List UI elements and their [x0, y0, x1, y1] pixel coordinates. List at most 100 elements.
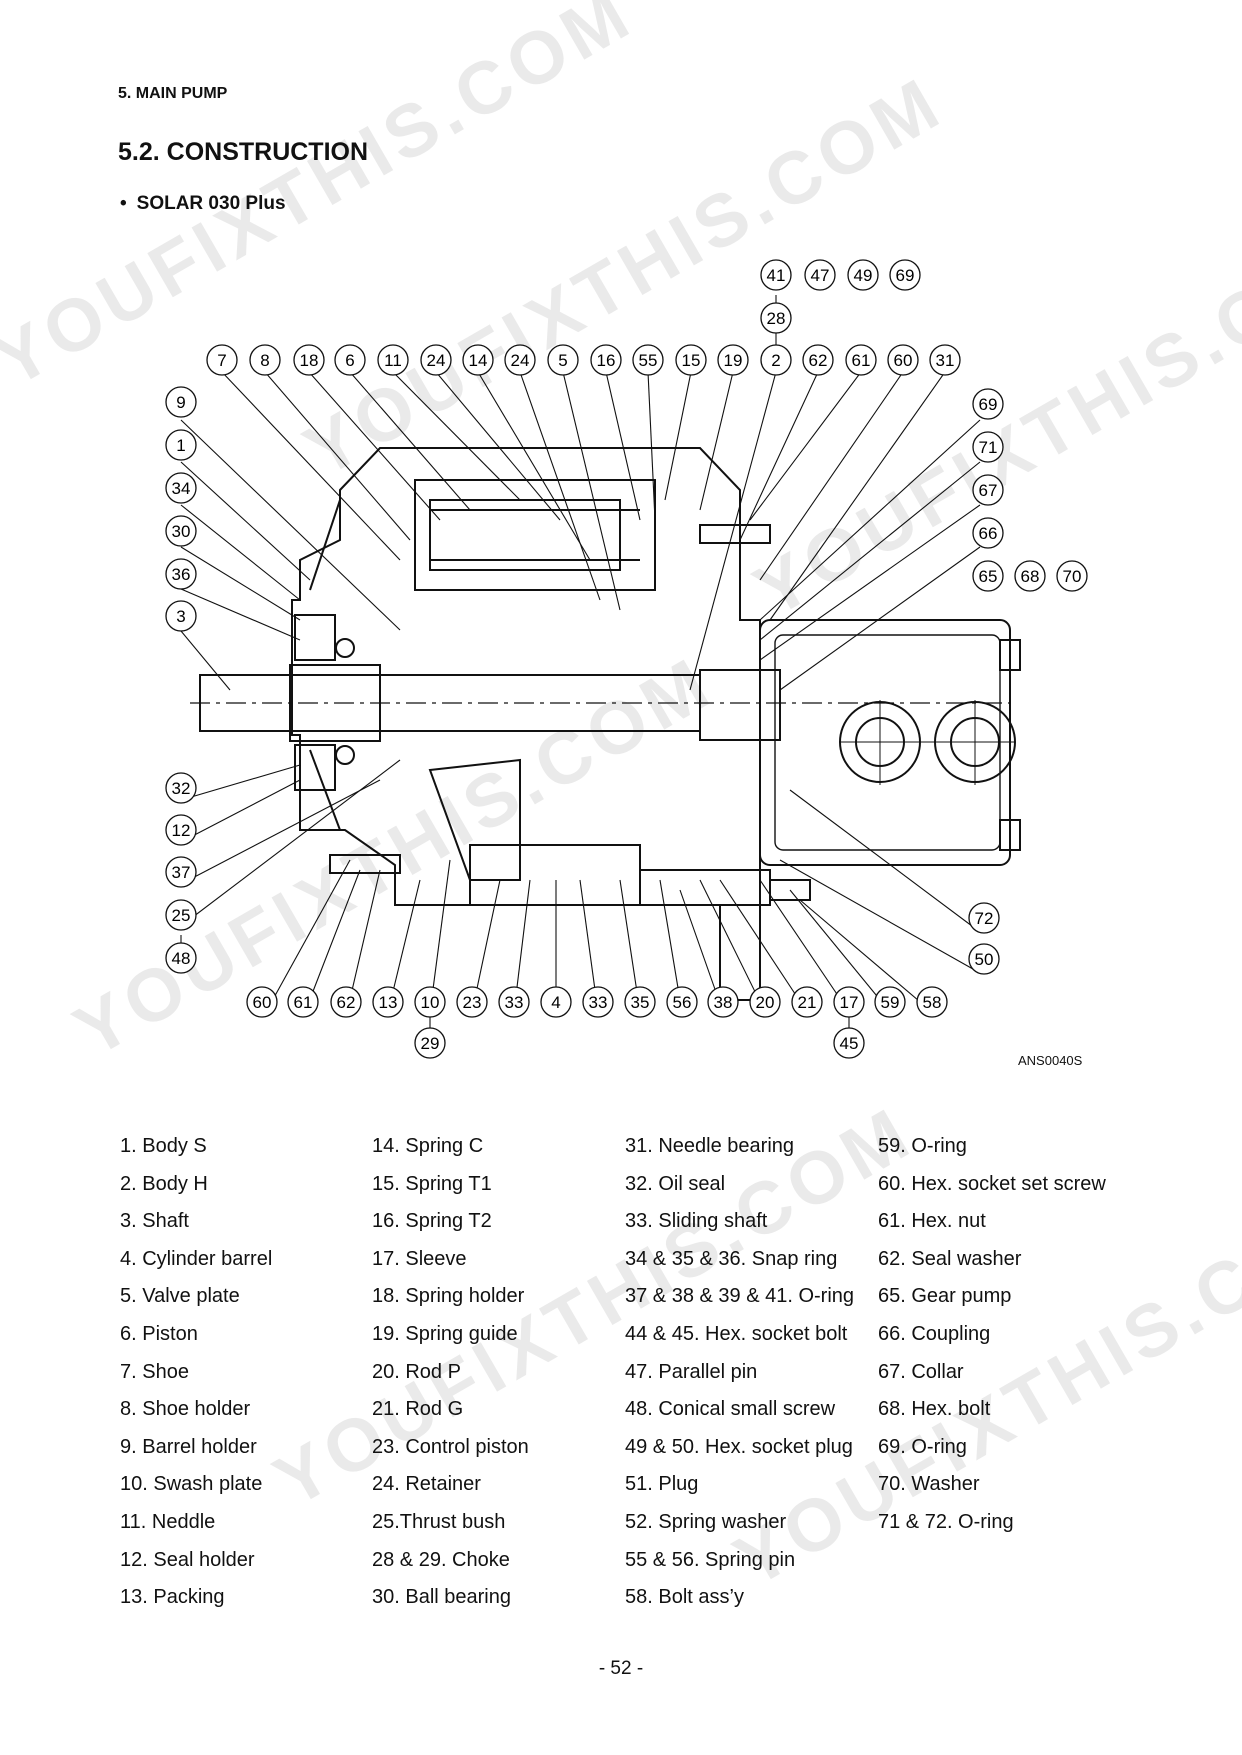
svg-text:41: 41 [767, 266, 786, 285]
callout-balloon: 19 [717, 344, 749, 376]
list-item: 16. Spring T2 [372, 1210, 492, 1233]
list-item: 66. Coupling [878, 1322, 991, 1345]
svg-text:62: 62 [809, 351, 828, 370]
list-item: 55 & 56. Spring pin [625, 1548, 796, 1571]
callout-balloon: 67 [972, 474, 1004, 506]
bearing [294, 614, 336, 661]
list-item: 33. Sliding shaft [625, 1210, 768, 1233]
svg-text:66: 66 [979, 524, 998, 543]
list-item: 44 & 45. Hex. socket bolt [625, 1322, 848, 1345]
svg-text:23: 23 [463, 993, 482, 1012]
callout-balloon: 62 [802, 344, 834, 376]
callout-balloon: 33 [498, 986, 530, 1018]
callout-balloon: 23 [456, 986, 488, 1018]
list-item: 47. Parallel pin [625, 1360, 758, 1383]
list-item: 58. Bolt ass’y [625, 1586, 744, 1609]
callout-balloon: 66 [972, 517, 1004, 549]
svg-text:7: 7 [217, 351, 226, 370]
callout-balloon: 4 [540, 986, 572, 1018]
list-item: 21. Rod G [372, 1398, 464, 1421]
list-item: 19. Spring guide [372, 1322, 518, 1345]
pump-cross-section-diagram: 41 47 49 69 28 7 8 18 6 11 24 14 24 5 16… [165, 259, 1088, 1059]
list-item: 12. Seal holder [120, 1548, 255, 1571]
list-item: 61. Hex. nut [878, 1210, 986, 1233]
svg-text:3: 3 [176, 607, 185, 626]
list-item: 6. Piston [120, 1322, 198, 1345]
callout-balloon: 12 [165, 814, 197, 846]
list-item: 18. Spring holder [372, 1285, 525, 1308]
svg-text:21: 21 [798, 993, 817, 1012]
list-item: 9. Barrel holder [120, 1435, 257, 1458]
svg-text:68: 68 [1021, 567, 1040, 586]
section-label: 5. MAIN PUMP [118, 85, 228, 102]
ball [335, 745, 355, 765]
callout-balloon: 69 [889, 259, 921, 291]
list-item: 3. Shaft [120, 1210, 189, 1233]
bolt [329, 854, 401, 874]
callout-balloon: 49 [847, 259, 879, 291]
callout-balloon: 15 [675, 344, 707, 376]
svg-text:33: 33 [589, 993, 608, 1012]
page-number: - 52 - [598, 1658, 644, 1679]
callout-balloon: 3 [165, 600, 197, 632]
svg-text:11: 11 [384, 351, 402, 370]
callout-balloon: 56 [666, 986, 698, 1018]
bolt [699, 524, 771, 544]
svg-text:67: 67 [979, 481, 998, 500]
callout-balloon: 2 [760, 344, 792, 376]
svg-text:58: 58 [923, 993, 942, 1012]
callout-balloon: 45 [833, 1027, 865, 1059]
svg-text:14: 14 [469, 351, 488, 370]
model-heading: •SOLAR 030 Plus [120, 193, 286, 215]
svg-text:45: 45 [840, 1034, 859, 1053]
callout-balloon: 71 [972, 431, 1004, 463]
list-item: 11. Neddle [120, 1510, 216, 1533]
list-item: 10. Swash plate [120, 1473, 263, 1496]
list-item: 65. Gear pump [878, 1285, 1012, 1308]
list-item: 31. Needle bearing [625, 1135, 795, 1157]
leader-lines [180, 295, 981, 1030]
svg-text:65: 65 [979, 567, 998, 586]
list-item: 13. Packing [120, 1586, 225, 1609]
list-item: 14. Spring C [372, 1135, 484, 1157]
svg-text:72: 72 [975, 909, 994, 928]
svg-text:56: 56 [673, 993, 692, 1012]
callout-balloon: 5 [547, 344, 579, 376]
list-item: 2. Body H [120, 1172, 208, 1195]
svg-text:36: 36 [172, 565, 191, 584]
list-item: 7. Shoe [120, 1360, 189, 1383]
list-item: 17. Sleeve [372, 1247, 467, 1270]
callout-balloon: 61 [287, 986, 319, 1018]
callout-balloon: 33 [582, 986, 614, 1018]
list-item: 48. Conical small screw [625, 1398, 836, 1421]
parts-list-column-3: 31. Needle bearing 32. Oil seal 33. Slid… [625, 1128, 854, 1617]
callout-balloon: 48 [165, 942, 197, 974]
svg-text:38: 38 [714, 993, 733, 1012]
parts-list-column-2: 14. Spring C 15. Spring T1 16. Spring T2… [372, 1128, 529, 1617]
list-item: 60. Hex. socket set screw [878, 1172, 1106, 1195]
section-title: 5.2. CONSTRUCTION [118, 138, 369, 166]
svg-text:16: 16 [597, 351, 616, 370]
list-item: 25.Thrust bush [372, 1510, 506, 1533]
control-piston [639, 869, 771, 906]
swash-plate [428, 758, 521, 881]
callout-balloon: 50 [968, 943, 1000, 975]
svg-text:59: 59 [881, 993, 900, 1012]
list-item: 49 & 50. Hex. socket plug [625, 1435, 853, 1458]
svg-text:32: 32 [172, 779, 191, 798]
svg-text:69: 69 [896, 266, 915, 285]
callout-balloon: 61 [845, 344, 877, 376]
callout-balloon: 24 [420, 344, 452, 376]
list-item: 69. O-ring [878, 1435, 967, 1458]
callout-balloon: 10 [414, 986, 446, 1018]
svg-text:18: 18 [300, 351, 319, 370]
callout-balloon: 9 [165, 386, 197, 418]
list-item: 1. Body S [120, 1135, 207, 1157]
callout-balloon: 6 [334, 344, 366, 376]
svg-text:8: 8 [260, 351, 269, 370]
callout-balloon: 68 [1014, 560, 1046, 592]
bolt [999, 819, 1021, 851]
svg-text:50: 50 [975, 950, 994, 969]
callout-balloon: 36 [165, 558, 197, 590]
callout-balloon: 65 [972, 560, 1004, 592]
